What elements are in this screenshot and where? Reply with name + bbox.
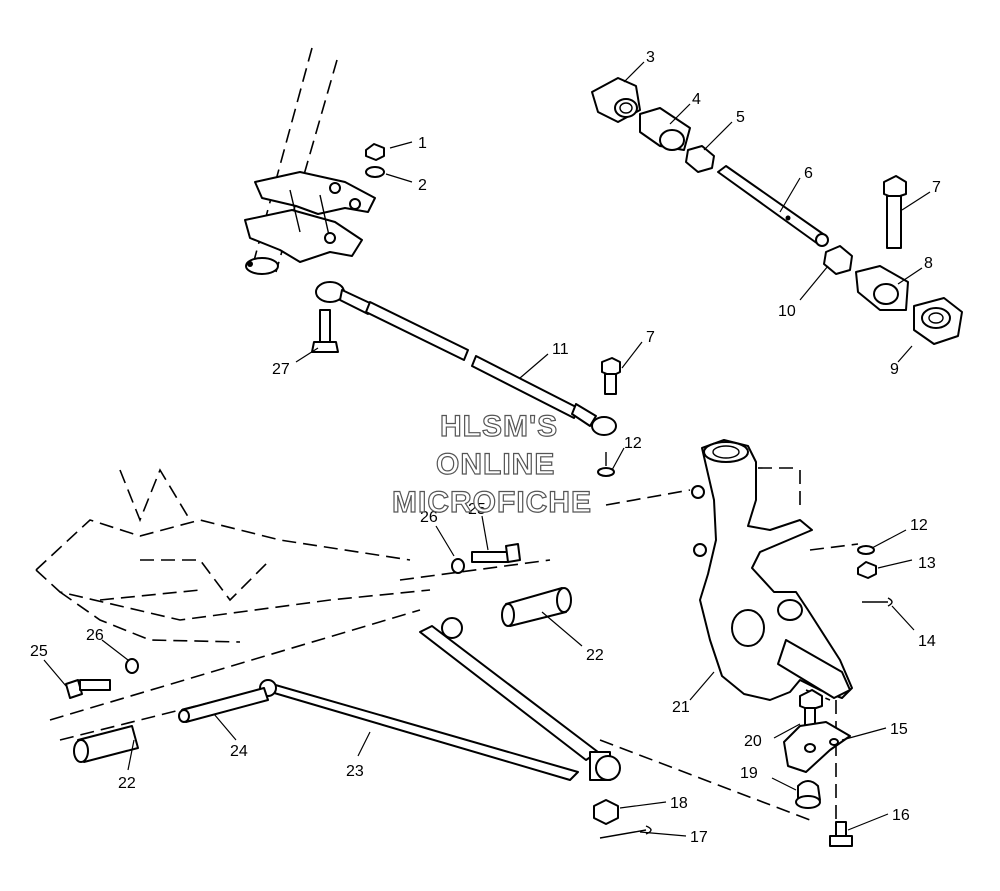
watermark: HLSM'S ONLINE MICROFICHE <box>391 409 592 519</box>
washer-2 <box>365 166 385 178</box>
plate-15 <box>783 721 851 773</box>
bolt-16 <box>829 821 853 847</box>
callout-9: 9 <box>890 361 899 378</box>
frame <box>35 468 431 643</box>
callout-10: 10 <box>778 303 796 320</box>
nut-1 <box>365 143 385 161</box>
watermark-line-1: HLSM'S <box>440 410 558 443</box>
callout-numbers: 1 2 3 4 5 6 7 7 8 9 10 11 12 12 13 14 15… <box>30 49 941 846</box>
a-arm-guide-lines <box>49 559 811 821</box>
watermark-line-2: ONLINE <box>436 448 555 481</box>
bushing-22-left <box>73 725 139 763</box>
ball-joint-19 <box>795 780 821 809</box>
callout-25-left: 25 <box>30 643 48 660</box>
leader-lines <box>43 61 931 837</box>
tie-rod-11 <box>315 281 617 436</box>
callout-24: 24 <box>230 743 248 760</box>
steering-arm-bracket <box>244 171 376 263</box>
callout-22-left: 22 <box>118 775 136 792</box>
callout-1: 1 <box>418 135 427 152</box>
callout-6: 6 <box>804 165 813 182</box>
bolt-7-lower <box>601 357 621 395</box>
bolt-7-upper <box>883 175 907 249</box>
cotter-pin-17 <box>599 825 652 839</box>
bolt-25-left <box>65 679 111 699</box>
callout-5: 5 <box>736 109 745 126</box>
callout-12-lower: 12 <box>910 517 928 534</box>
callout-22-right: 22 <box>586 647 604 664</box>
callout-16: 16 <box>892 807 910 824</box>
tie-rod-assembly <box>591 77 963 345</box>
callout-7-lower: 7 <box>646 329 655 346</box>
bushing-22-right <box>501 587 572 627</box>
callout-18: 18 <box>670 795 688 812</box>
callout-19: 19 <box>740 765 758 782</box>
callout-20: 20 <box>744 733 762 750</box>
callout-13: 13 <box>918 555 936 572</box>
callout-17: 17 <box>690 829 708 846</box>
watermark-line-3: MICROFICHE <box>392 486 592 519</box>
callout-15: 15 <box>890 721 908 738</box>
callout-25-right: 25 <box>468 501 486 518</box>
callout-4: 4 <box>692 91 701 108</box>
callout-12-upper: 12 <box>624 435 642 452</box>
spindle-guide-lines <box>605 467 859 822</box>
nut-13 <box>857 561 877 579</box>
callout-26-left: 26 <box>86 627 104 644</box>
callout-14: 14 <box>918 633 936 650</box>
callout-3: 3 <box>646 49 655 66</box>
bolt-27 <box>311 309 339 353</box>
callout-2: 2 <box>418 177 427 194</box>
spindle-21 <box>691 439 853 701</box>
bolt-25-right <box>471 543 521 563</box>
callout-23: 23 <box>346 763 364 780</box>
bolt-20 <box>799 689 823 733</box>
callout-21: 21 <box>672 699 690 716</box>
cotter-pin-14 <box>862 597 893 607</box>
callout-27: 27 <box>272 361 290 378</box>
washer-26-left <box>125 658 139 674</box>
washer-12-lower <box>857 545 875 555</box>
callout-26-right: 26 <box>420 509 438 526</box>
a-arm-23 <box>259 617 621 781</box>
shaft-24 <box>178 687 269 723</box>
nut-18 <box>593 799 619 825</box>
washer-12-upper <box>597 452 615 477</box>
callout-8: 8 <box>924 255 933 272</box>
callout-7-upper: 7 <box>932 179 941 196</box>
washer-26-right <box>451 558 465 574</box>
callout-11: 11 <box>552 341 569 358</box>
